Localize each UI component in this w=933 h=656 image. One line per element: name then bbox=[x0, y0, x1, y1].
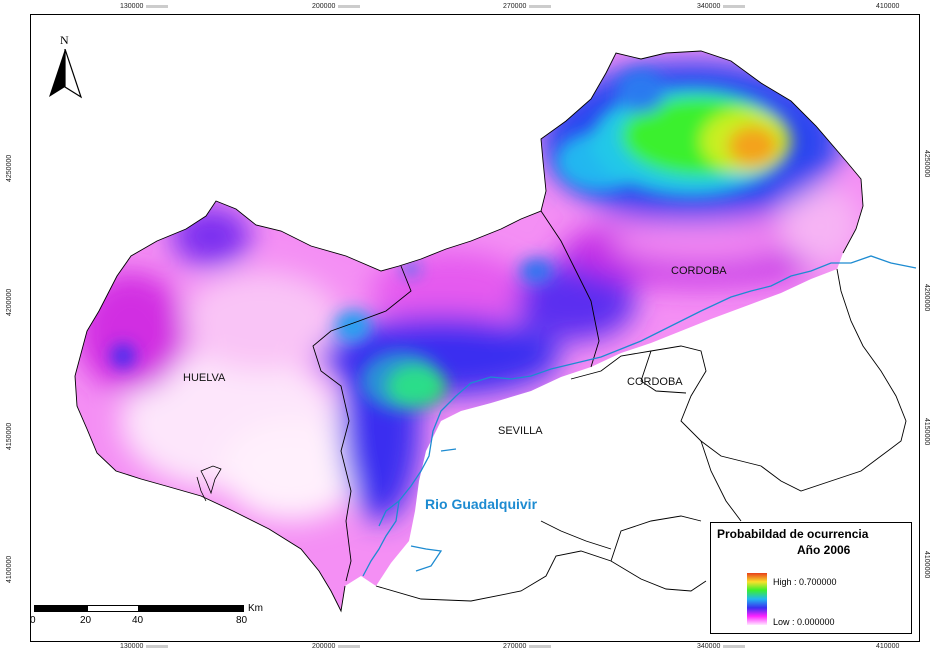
label-cordoba-lower: CORDOBA bbox=[627, 376, 683, 388]
legend-year: Año 2006 bbox=[797, 543, 851, 557]
right-tick-4200000: 4200000 bbox=[923, 284, 930, 312]
bottom-tick-130000: 130000 bbox=[120, 643, 169, 650]
coast-details bbox=[196, 465, 222, 502]
scale-label-40: 40 bbox=[132, 615, 144, 626]
scale-segment bbox=[34, 605, 88, 612]
left-tick-4250000: 4250000 bbox=[6, 154, 13, 182]
right-tick-4250000: 4250000 bbox=[923, 150, 930, 178]
scale-segment bbox=[87, 605, 139, 612]
river-guadalquivir bbox=[362, 255, 917, 577]
map-frame: N HUELVA SEVILLA CORDOBA CORDOBA Rio Gua… bbox=[30, 14, 920, 642]
bottom-tick-410000: 410000 bbox=[876, 643, 900, 650]
label-sevilla: SEVILLA bbox=[498, 425, 543, 437]
north-arrow: N bbox=[47, 33, 83, 103]
north-arrow-icon bbox=[49, 49, 83, 99]
bottom-tick-200000: 200000 bbox=[312, 643, 361, 650]
boundaries bbox=[74, 50, 907, 613]
scale-label-0: 0 bbox=[30, 615, 36, 626]
top-tick-270000: 270000 bbox=[503, 3, 552, 10]
top-tick-340000: 340000 bbox=[697, 3, 746, 10]
scale-label-80: 80 bbox=[236, 615, 248, 626]
legend-color-ramp bbox=[747, 573, 767, 625]
top-tick-410000: 410000 bbox=[876, 3, 900, 10]
scale-segment bbox=[138, 605, 244, 612]
left-tick-4150000: 4150000 bbox=[6, 422, 13, 450]
legend-title: Probabildad de ocurrencia bbox=[717, 527, 869, 541]
left-tick-4200000: 4200000 bbox=[6, 288, 13, 316]
right-tick-4150000: 4150000 bbox=[923, 418, 930, 446]
label-cordoba-upper: CORDOBA bbox=[671, 265, 727, 277]
label-huelva: HUELVA bbox=[183, 372, 226, 384]
scale-label-20: 20 bbox=[80, 615, 92, 626]
legend-low-label: Low : 0.000000 bbox=[773, 617, 835, 627]
legend: Probabildad de ocurrencia Año 2006 High … bbox=[710, 522, 912, 634]
left-tick-4100000: 4100000 bbox=[6, 555, 13, 583]
map-canvas bbox=[74, 50, 917, 613]
right-tick-4100000: 4100000 bbox=[923, 551, 930, 579]
scale-unit: Km bbox=[248, 603, 263, 614]
top-tick-130000: 130000 bbox=[120, 3, 169, 10]
label-river: Rio Guadalquivir bbox=[425, 496, 538, 512]
bottom-tick-340000: 340000 bbox=[697, 643, 746, 650]
legend-high-label: High : 0.700000 bbox=[773, 577, 837, 587]
top-tick-200000: 200000 bbox=[312, 3, 361, 10]
north-arrow-label: N bbox=[60, 33, 69, 47]
bottom-tick-270000: 270000 bbox=[503, 643, 552, 650]
